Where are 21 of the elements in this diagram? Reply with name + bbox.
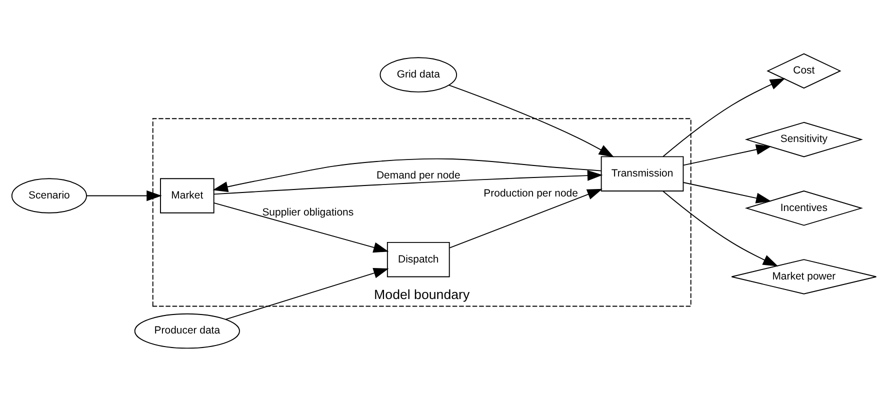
arrow [662,190,778,266]
arrow [212,158,602,192]
node-ellipse: Grid data [380,56,458,92]
node-box: Transmission [600,156,684,191]
edge-label: Supplier obligations [262,207,354,218]
arrow [214,202,389,252]
node-box: Market [160,178,214,213]
arrow [86,190,162,201]
arrow [662,78,786,156]
node-ellipse: Scenario [11,178,87,213]
node-diamond: Market power [731,258,877,294]
edge-label: Production per node [484,188,578,200]
arrow [213,170,603,194]
arrow [683,144,772,166]
arrow [683,182,772,203]
edge-label: Demand per node [376,170,460,181]
node-ellipse: Producer data [134,312,240,348]
node-diamond: Sensitivity [744,121,863,157]
node-box: Dispatch [386,241,450,277]
arrow [448,84,614,157]
arrow [449,188,602,248]
